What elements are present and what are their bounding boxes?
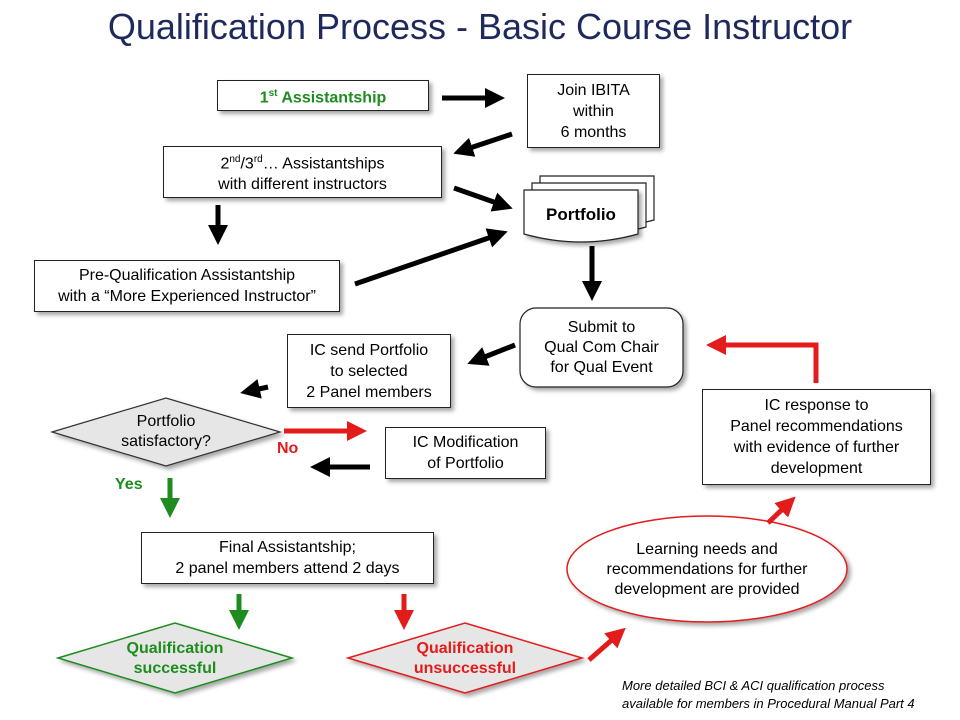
ic-modification-line-2: of Portfolio: [427, 455, 504, 472]
further-assistantships-box: 2nd/3rd… Assistantships with different i…: [163, 146, 442, 198]
further-rest: … Assistantships: [262, 155, 385, 173]
yes-label: Yes: [115, 476, 143, 493]
learning-needs-line-1: Learning needs and: [636, 541, 778, 558]
arrow-join-to-further: [453, 131, 513, 157]
ic-response-line-1: IC response to: [764, 397, 869, 414]
learning-needs-line-2: recommendations for further: [606, 561, 808, 578]
final-assistantship-line-1: Final Assistantship;: [219, 539, 356, 556]
qual-unsuccessful-line-1: Qualification: [416, 640, 514, 657]
arrow-response-to-submit: [706, 335, 819, 383]
arrow-further-to-portfolio: [453, 185, 513, 212]
join-ibita-line-3: 6 months: [560, 123, 627, 141]
first-assistantship-text: Assistantship: [277, 89, 387, 107]
ic-response-line-4: development: [770, 460, 863, 477]
portfolio-satisfactory-label: Portfolio satisfactory?: [86, 412, 246, 452]
portfolio-satisfactory-line-2: satisfactory?: [121, 433, 211, 450]
further-sup-1: nd: [229, 153, 241, 165]
submit-label: Submit to Qual Com Chair for Qual Event: [520, 318, 683, 378]
footnote: More detailed BCI & ACI qualification pr…: [622, 677, 915, 713]
join-ibita-line-2: within: [573, 102, 614, 120]
further-assistantships-line-2: with different instructors: [218, 176, 387, 194]
portfolio-label: Portfolio: [546, 205, 616, 224]
submit-line-3: for Qual Event: [550, 359, 653, 376]
join-ibita-line-1: Join IBITA: [557, 81, 630, 99]
ic-modification-line-1: IC Modification: [412, 434, 519, 451]
further-num-1: 2: [220, 155, 230, 173]
portfolio-satisfactory-line-1: Portfolio: [136, 413, 196, 430]
qual-unsuccessful-line-2: unsuccessful: [413, 660, 517, 677]
qual-successful-label: Qualification successful: [95, 639, 255, 679]
learning-needs-line-3: development are provided: [614, 581, 800, 598]
ic-send-portfolio-box: IC send Portfolio to selected 2 Panel me…: [287, 334, 451, 408]
portfolio-document-shape: [523, 175, 655, 243]
further-sup-2: rd: [253, 153, 263, 165]
first-assistantship-suffix: st: [268, 87, 278, 99]
learning-needs-label: Learning needs and recommendations for f…: [577, 540, 837, 600]
pre-qualification-line-1: Pre-Qualification Assistantship: [78, 267, 296, 284]
footnote-line-1: More detailed BCI & ACI qualification pr…: [622, 678, 885, 693]
submit-line-2: Qual Com Chair: [544, 339, 659, 356]
ic-response-line-2: Panel recommendations: [730, 418, 903, 435]
further-assistantships-line-1: 2nd/3rd… Assistantships: [220, 149, 384, 174]
ic-send-line-1: IC send Portfolio: [309, 341, 429, 359]
first-assistantship-label: 1st Assistantship: [260, 83, 387, 108]
pre-qualification-line-2: with a “More Experienced Instructor”: [58, 288, 316, 305]
learning-needs-ellipse: [566, 515, 848, 623]
final-assistantship-box: Final Assistantship; 2 panel members att…: [141, 532, 434, 584]
footnote-line-2: available for members in Procedural Manu…: [622, 696, 915, 711]
pre-qualification-box: Pre-Qualification Assistantship with a “…: [34, 260, 340, 312]
arrow-learning-to-response: [766, 496, 796, 525]
arrow-submit-to-icsend: [467, 342, 516, 366]
qual-successful-line-2: successful: [133, 660, 217, 677]
ic-response-line-3: with evidence of further: [733, 439, 900, 456]
arrow-unsuccessful-to-learning: [587, 627, 626, 662]
first-assistantship-number: 1: [259, 89, 269, 107]
qual-unsuccessful-diamond: [345, 622, 585, 694]
page-title: Qualification Process - Basic Course Ins…: [107, 6, 853, 47]
arrow-prequal-to-portfolio: [354, 228, 508, 287]
ic-send-line-3: 2 Panel members: [306, 383, 432, 401]
qual-successful-line-1: Qualification: [126, 640, 224, 657]
first-assistantship-box: 1st Assistantship: [217, 80, 429, 111]
qual-unsuccessful-label: Qualification unsuccessful: [385, 639, 545, 679]
ic-modification-box: IC Modification of Portfolio: [385, 427, 546, 479]
final-assistantship-line-2: 2 panel members attend 2 days: [175, 560, 400, 577]
submit-line-1: Submit to: [567, 319, 636, 336]
no-label: No: [277, 440, 299, 457]
ic-response-box: IC response to Panel recommendations wit…: [702, 389, 931, 485]
further-mid: /3: [240, 155, 254, 173]
ic-send-line-2: to selected: [330, 362, 408, 380]
submit-box-shape: [519, 307, 684, 388]
portfolio-satisfactory-diamond: [49, 397, 283, 467]
qual-successful-diamond: [55, 622, 295, 694]
arrow-icsend-to-diamond: [240, 379, 269, 399]
join-ibita-box: Join IBITA within 6 months: [527, 74, 660, 148]
